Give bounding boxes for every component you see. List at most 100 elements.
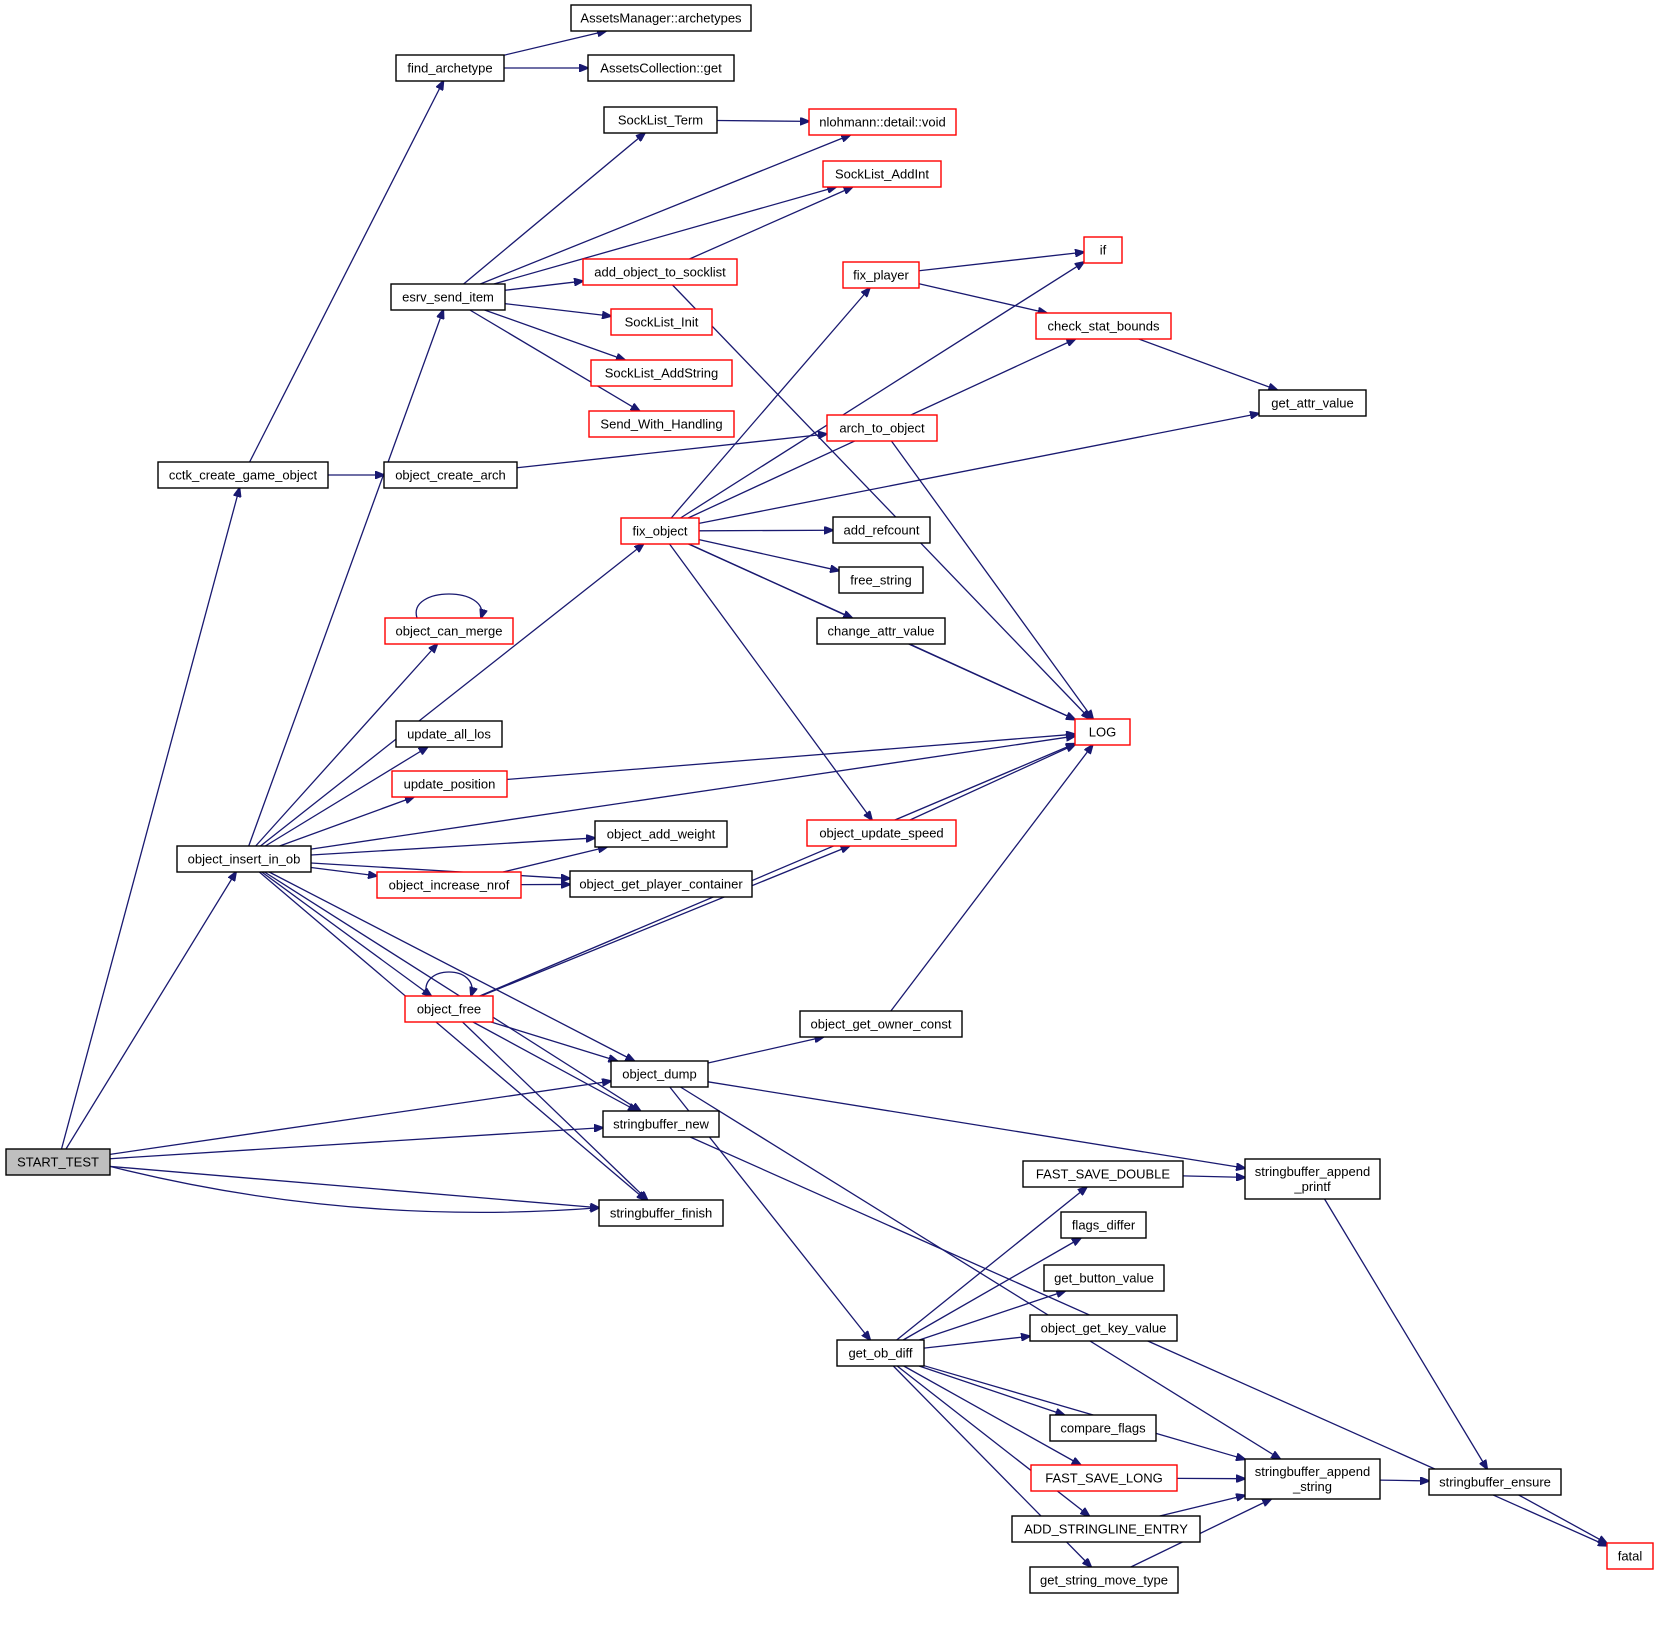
- node-assetscollection_get[interactable]: AssetsCollection::get: [587, 54, 735, 82]
- node-box[interactable]: [1244, 1158, 1381, 1200]
- node-start_test[interactable]: START_TEST: [5, 1148, 111, 1176]
- node-box[interactable]: [157, 461, 329, 489]
- node-box[interactable]: [816, 617, 946, 645]
- node-box[interactable]: [5, 1148, 111, 1176]
- node-get_attr_value[interactable]: get_attr_value: [1258, 389, 1367, 417]
- node-box[interactable]: [569, 870, 753, 898]
- node-box[interactable]: [826, 414, 938, 442]
- node-nlohmann_detail_void[interactable]: nlohmann::detail::void: [808, 108, 957, 136]
- node-add_object_to_socklist[interactable]: add_object_to_socklist: [582, 258, 738, 286]
- node-object_can_merge[interactable]: object_can_merge: [384, 617, 514, 645]
- node-object_free[interactable]: object_free: [404, 995, 494, 1023]
- node-find_archetype[interactable]: find_archetype: [395, 54, 505, 82]
- node-box[interactable]: [836, 1339, 925, 1367]
- node-box[interactable]: [602, 1110, 720, 1138]
- node-box[interactable]: [176, 845, 312, 873]
- node-box[interactable]: [822, 160, 942, 188]
- node-box[interactable]: [806, 819, 957, 847]
- node-box[interactable]: [603, 106, 718, 134]
- node-box[interactable]: [588, 410, 735, 438]
- node-update_all_los[interactable]: update_all_los: [395, 720, 503, 748]
- node-box[interactable]: [1244, 1458, 1381, 1500]
- node-box[interactable]: [1074, 718, 1131, 746]
- node-box[interactable]: [808, 108, 957, 136]
- node-socklist_term[interactable]: SockList_Term: [603, 106, 718, 134]
- node-stringbuffer_ensure[interactable]: stringbuffer_ensure: [1428, 1468, 1562, 1496]
- node-if[interactable]: if: [1083, 236, 1123, 264]
- node-box[interactable]: [1029, 1566, 1179, 1594]
- node-box[interactable]: [391, 770, 508, 798]
- node-object_add_weight[interactable]: object_add_weight: [594, 820, 728, 848]
- node-box[interactable]: [390, 283, 506, 311]
- node-box[interactable]: [1022, 1160, 1184, 1188]
- node-fast_save_double[interactable]: FAST_SAVE_DOUBLE: [1022, 1160, 1184, 1188]
- node-box[interactable]: [594, 820, 728, 848]
- node-box[interactable]: [384, 617, 514, 645]
- node-socklist_addstring[interactable]: SockList_AddString: [590, 359, 733, 387]
- node-box[interactable]: [404, 995, 494, 1023]
- node-object_increase_nrof[interactable]: object_increase_nrof: [376, 871, 522, 899]
- node-socklist_init[interactable]: SockList_Init: [610, 308, 713, 336]
- node-object_get_key_value[interactable]: object_get_key_value: [1029, 1314, 1178, 1342]
- node-box[interactable]: [620, 517, 700, 545]
- node-box[interactable]: [1011, 1515, 1201, 1543]
- node-stringbuffer_append_string[interactable]: stringbuffer_append_string: [1244, 1458, 1381, 1500]
- node-box[interactable]: [570, 4, 752, 32]
- node-object_dump[interactable]: object_dump: [610, 1060, 709, 1088]
- node-object_get_player_container[interactable]: object_get_player_container: [569, 870, 753, 898]
- node-fast_save_long[interactable]: FAST_SAVE_LONG: [1030, 1464, 1178, 1492]
- node-object_create_arch[interactable]: object_create_arch: [383, 461, 518, 489]
- node-socklist_addint[interactable]: SockList_AddInt: [822, 160, 942, 188]
- node-box[interactable]: [1043, 1264, 1165, 1292]
- node-fatal[interactable]: fatal: [1606, 1542, 1654, 1570]
- node-send_with_handling[interactable]: Send_With_Handling: [588, 410, 735, 438]
- node-flags_differ[interactable]: flags_differ: [1060, 1211, 1147, 1239]
- node-box[interactable]: [383, 461, 518, 489]
- node-stringbuffer_new[interactable]: stringbuffer_new: [602, 1110, 720, 1138]
- node-free_string[interactable]: free_string: [838, 566, 924, 594]
- node-box[interactable]: [1049, 1414, 1157, 1442]
- node-check_stat_bounds[interactable]: check_stat_bounds: [1035, 312, 1172, 340]
- node-box[interactable]: [395, 720, 503, 748]
- node-box[interactable]: [610, 1060, 709, 1088]
- node-get_ob_diff[interactable]: get_ob_diff: [836, 1339, 925, 1367]
- node-box[interactable]: [1428, 1468, 1562, 1496]
- node-box[interactable]: [1083, 236, 1123, 264]
- node-box[interactable]: [1060, 1211, 1147, 1239]
- node-box[interactable]: [590, 359, 733, 387]
- node-fix_object[interactable]: fix_object: [620, 517, 700, 545]
- node-box[interactable]: [395, 54, 505, 82]
- node-esrv_send_item[interactable]: esrv_send_item: [390, 283, 506, 311]
- node-get_string_move_type[interactable]: get_string_move_type: [1029, 1566, 1179, 1594]
- node-stringbuffer_append_printf[interactable]: stringbuffer_append_printf: [1244, 1158, 1381, 1200]
- node-fix_player[interactable]: fix_player: [842, 261, 920, 289]
- node-add_stringline_entry[interactable]: ADD_STRINGLINE_ENTRY: [1011, 1515, 1201, 1543]
- node-box[interactable]: [376, 871, 522, 899]
- node-get_button_value[interactable]: get_button_value: [1043, 1264, 1165, 1292]
- node-box[interactable]: [799, 1010, 963, 1038]
- node-add_refcount[interactable]: add_refcount: [832, 516, 931, 544]
- node-update_position[interactable]: update_position: [391, 770, 508, 798]
- node-compare_flags[interactable]: compare_flags: [1049, 1414, 1157, 1442]
- node-box[interactable]: [1606, 1542, 1654, 1570]
- node-log[interactable]: LOG: [1074, 718, 1131, 746]
- node-box[interactable]: [610, 308, 713, 336]
- node-box[interactable]: [1029, 1314, 1178, 1342]
- node-box[interactable]: [1030, 1464, 1178, 1492]
- node-change_attr_value[interactable]: change_attr_value: [816, 617, 946, 645]
- node-object_insert_in_ob[interactable]: object_insert_in_ob: [176, 845, 312, 873]
- node-box[interactable]: [582, 258, 738, 286]
- node-box[interactable]: [587, 54, 735, 82]
- node-box[interactable]: [838, 566, 924, 594]
- node-assetsmanager_archetypes[interactable]: AssetsManager::archetypes: [570, 4, 752, 32]
- node-box[interactable]: [1035, 312, 1172, 340]
- node-arch_to_object[interactable]: arch_to_object: [826, 414, 938, 442]
- node-box[interactable]: [832, 516, 931, 544]
- node-box[interactable]: [1258, 389, 1367, 417]
- node-object_update_speed[interactable]: object_update_speed: [806, 819, 957, 847]
- node-box[interactable]: [842, 261, 920, 289]
- node-cctk_create_game_object[interactable]: cctk_create_game_object: [157, 461, 329, 489]
- node-object_get_owner_const[interactable]: object_get_owner_const: [799, 1010, 963, 1038]
- node-box[interactable]: [598, 1199, 724, 1227]
- node-stringbuffer_finish[interactable]: stringbuffer_finish: [598, 1199, 724, 1227]
